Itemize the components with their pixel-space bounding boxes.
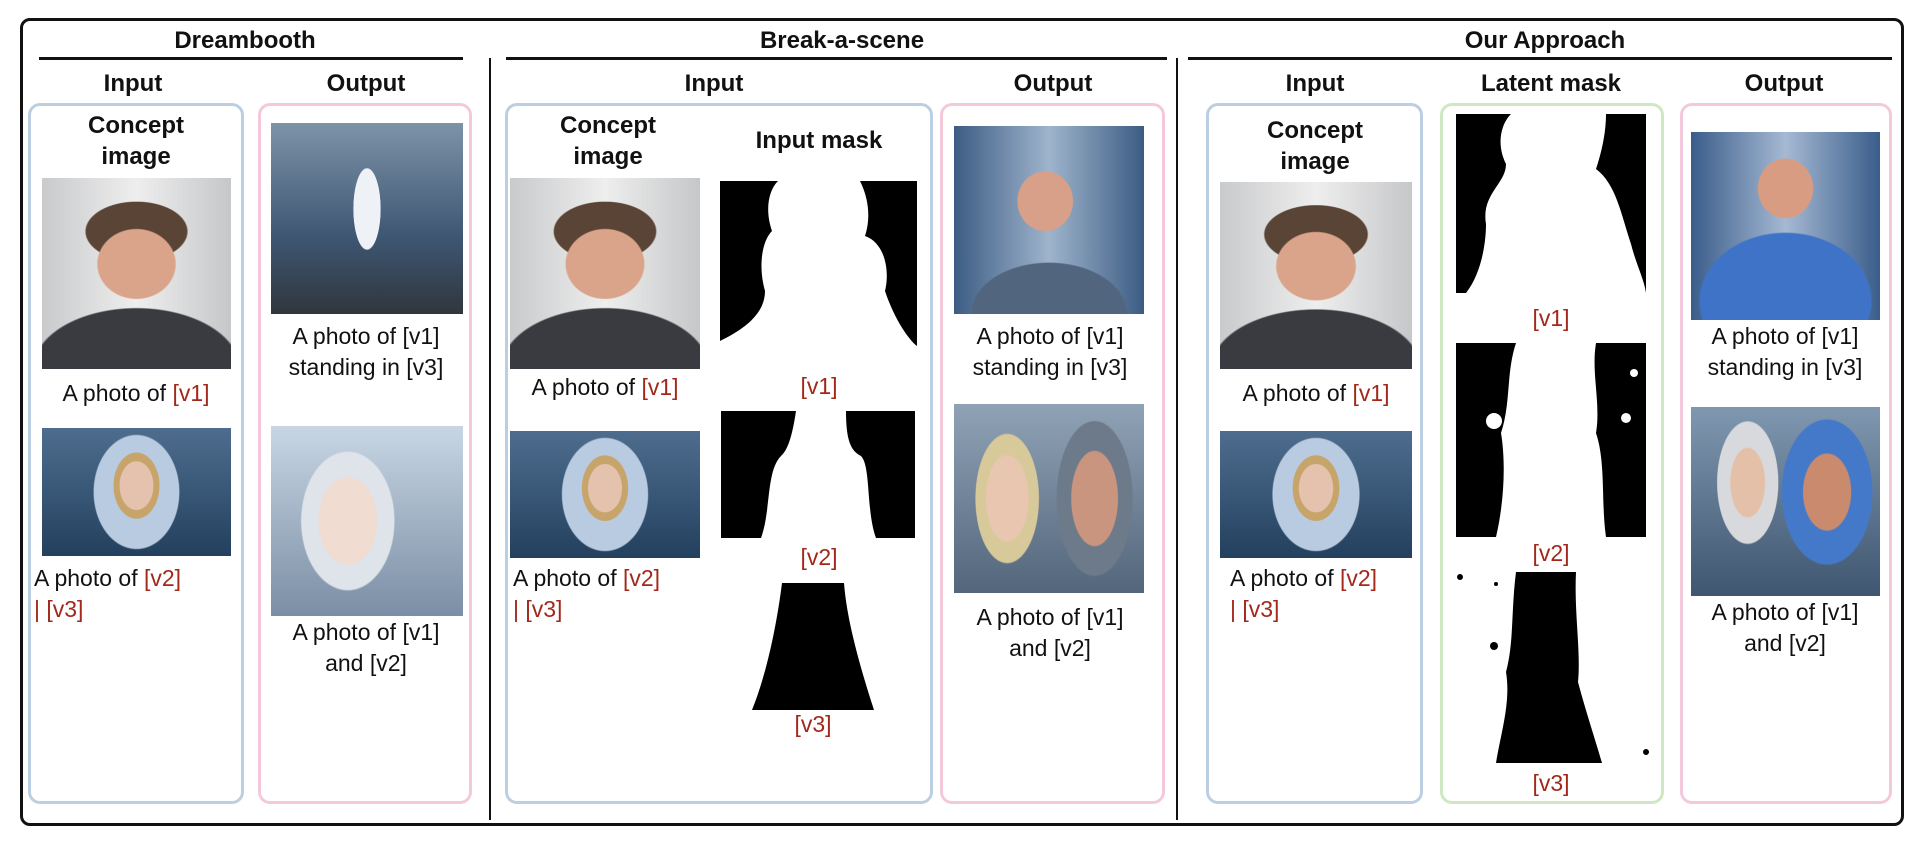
break-a-scene-input-panel [505, 103, 933, 804]
ours-latent-mask-panel [1440, 103, 1664, 804]
mask-token-v2: [v2] [1532, 540, 1570, 566]
ours-input-panel [1206, 103, 1423, 804]
mask-token-v1: [v1] [800, 373, 838, 399]
latent-mask-v3 [1456, 572, 1650, 763]
mask-token-v3: [v3] [1532, 770, 1570, 796]
input-caption-v2-v3: A photo of [v2]| [v3] [1230, 565, 1378, 622]
output-caption: A photo of [v1]and [v2] [1711, 599, 1859, 656]
mask-token-v3: [v3] [794, 711, 832, 737]
output-caption: A photo of [v1]standing in [v3] [972, 323, 1128, 380]
dreambooth-output-panel [258, 103, 472, 804]
dreambooth-rule [39, 57, 463, 60]
input-mask-label: Input mask [755, 127, 883, 154]
concept-image-girl [1220, 431, 1412, 558]
output-caption: A photo of [v1]and [v2] [292, 619, 440, 676]
output-image-standing [271, 123, 463, 314]
mask-token-v2: [v2] [800, 544, 838, 570]
input-caption-v2-v3: A photo of [v2]| [v3] [34, 565, 182, 622]
output-image-pair [1691, 407, 1880, 596]
figure-frame [20, 18, 1904, 826]
break-a-scene-output-panel [940, 103, 1165, 804]
concept-image-person [1220, 182, 1412, 369]
concept-image-label: Concept image [1267, 117, 1363, 175]
output-image-pair [271, 426, 463, 616]
dreambooth-input-label: Input [103, 70, 163, 97]
break-a-scene-output-label: Output [1013, 70, 1093, 97]
our-approach-rule [1188, 57, 1892, 60]
concept-image-person [510, 178, 700, 369]
our-approach-title: Our Approach [1464, 27, 1626, 54]
break-a-scene-input-label: Input [684, 70, 744, 97]
ours-latent-mask-label: Latent mask [1480, 70, 1622, 97]
concept-image-girl [510, 431, 700, 558]
section-divider [1176, 58, 1178, 820]
break-a-scene-rule [506, 57, 1167, 60]
break-a-scene-title: Break-a-scene [759, 27, 925, 54]
concept-image-label: Concept image [560, 112, 656, 170]
dreambooth-title: Dreambooth [174, 27, 316, 54]
output-caption: A photo of [v1]and [v2] [976, 604, 1124, 661]
latent-mask-v2 [1456, 343, 1646, 537]
latent-mask-v1 [1456, 114, 1646, 293]
output-image-pair [954, 404, 1144, 593]
input-mask-v1 [720, 181, 917, 369]
concept-image-label: Concept image [88, 112, 184, 170]
mask-token-v1: [v1] [1532, 305, 1570, 331]
section-divider [489, 58, 491, 820]
input-caption-v2-v3: A photo of [v2]| [v3] [513, 565, 661, 622]
output-image-standing [954, 126, 1144, 314]
dreambooth-input-panel [28, 103, 244, 804]
input-caption-v1: A photo of [v1] [1242, 380, 1390, 406]
input-caption-v1: A photo of [v1] [531, 374, 679, 400]
ours-input-label: Input [1285, 70, 1345, 97]
concept-image-girl [42, 428, 231, 556]
input-caption-v1: A photo of [v1] [62, 380, 210, 406]
input-mask-v3 [752, 583, 874, 710]
dreambooth-output-label: Output [326, 70, 406, 97]
ours-output-panel [1680, 103, 1892, 804]
output-caption: A photo of [v1]standing in [v3] [1707, 323, 1863, 380]
output-image-standing [1691, 132, 1880, 320]
ours-output-label: Output [1744, 70, 1824, 97]
concept-image-person [42, 178, 231, 369]
input-mask-v2 [721, 411, 915, 538]
output-caption: A photo of [v1]standing in [v3] [288, 323, 444, 380]
